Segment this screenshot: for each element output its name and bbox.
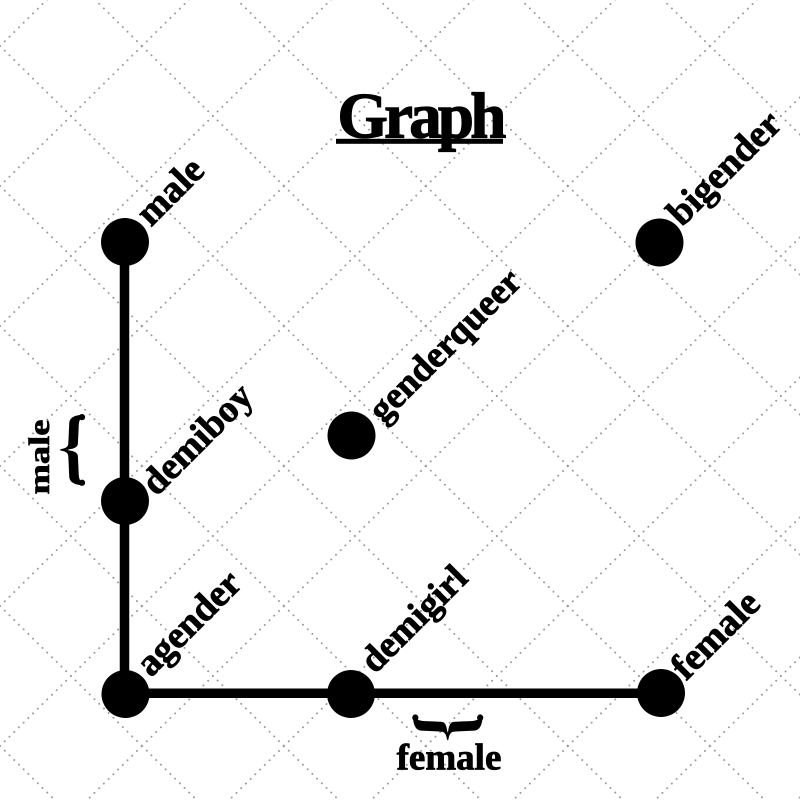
svg-text:female: female (397, 738, 502, 779)
svg-text:male: male (23, 420, 56, 495)
